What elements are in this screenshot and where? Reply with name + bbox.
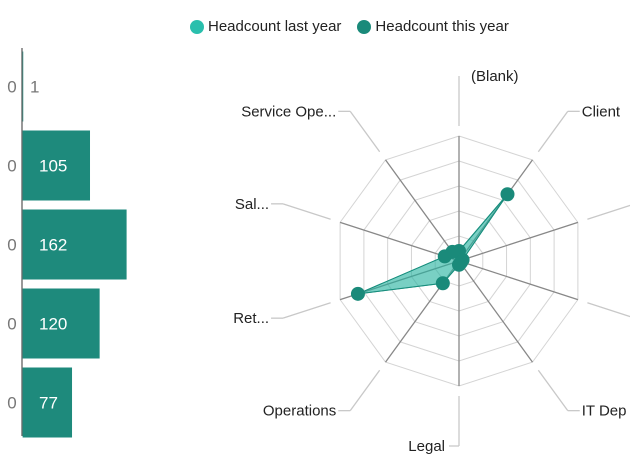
radar-leader-line <box>587 204 630 220</box>
radar-axis-label: Operations <box>263 403 336 420</box>
radar-axis-label: Sal... <box>235 196 269 213</box>
legend: Headcount last year Headcount this year <box>190 18 509 35</box>
radar-leader-line <box>537 110 569 153</box>
radar-spoke <box>385 159 460 262</box>
legend-item-last-year[interactable]: Headcount last year <box>190 18 341 35</box>
radar-axis-label: Service Ope... <box>241 103 336 120</box>
radar-leader-line <box>282 302 331 319</box>
legend-swatch-last-year <box>190 19 204 34</box>
radar-leader-line <box>537 369 569 412</box>
radar-axis-label: IT Dep <box>582 403 627 420</box>
radar-leader-line <box>349 369 381 412</box>
radar-spoke <box>458 260 579 301</box>
bar-tick-label: 0 <box>7 157 16 176</box>
bar-tick-label: 0 <box>7 236 16 255</box>
bar <box>22 51 24 122</box>
bar-data-label: 105 <box>39 157 67 176</box>
bar-tick-label: 0 <box>7 315 16 334</box>
bar <box>22 130 91 201</box>
bar-data-label: 120 <box>39 315 67 334</box>
radar-point <box>350 286 365 301</box>
radar-point <box>445 244 460 259</box>
radar-leader-line <box>282 203 331 220</box>
legend-label-this-year: Headcount this year <box>375 18 509 35</box>
bar-data-label: 162 <box>39 236 67 255</box>
bar <box>22 367 73 438</box>
legend-label-last-year: Headcount last year <box>208 18 342 35</box>
radar-axis-label: Legal <box>408 438 445 455</box>
radar-spoke <box>458 260 533 363</box>
radar-series-area <box>357 193 508 295</box>
bar-data-label: 1 <box>30 78 39 97</box>
radar-spoke <box>458 221 579 262</box>
radar-point <box>500 187 515 202</box>
legend-swatch-this-year <box>357 19 372 34</box>
radar-point <box>435 276 450 291</box>
bar-tick-label: 0 <box>7 78 16 97</box>
radar-axis-label: Ret... <box>233 310 269 327</box>
bar <box>22 209 127 280</box>
bar-tick-label: 0 <box>7 394 16 413</box>
bar-data-label: 77 <box>39 394 58 413</box>
radar-leader-line <box>587 302 630 318</box>
radar-axis-label: Client <box>582 103 621 120</box>
bar <box>22 288 100 359</box>
radar-point <box>452 257 466 272</box>
legend-item-this-year[interactable]: Headcount this year <box>357 18 509 35</box>
radar-axis-label: (Blank) <box>471 68 519 85</box>
radar-leader-line <box>349 110 381 153</box>
